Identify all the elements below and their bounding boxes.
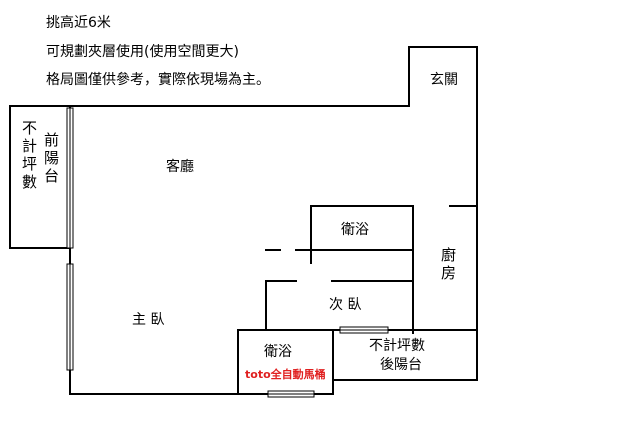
front-balcony-outline <box>9 105 71 249</box>
room-kitchen: 廚房 <box>439 247 457 283</box>
room-rear-balcony-note: 不計坪數 <box>369 338 425 354</box>
note-mezzanine: 可規劃夾層使用(使用空間更大) <box>46 44 239 60</box>
note-ceiling-height: 挑高近6米 <box>46 15 111 31</box>
note-disclaimer: 格局圖僅供參考，實際依現場為主。 <box>46 72 270 88</box>
room-living-room: 客廳 <box>166 159 194 175</box>
room-master-bedroom: 主 臥 <box>132 312 165 328</box>
room-front-balcony: 前陽台 <box>42 132 60 186</box>
second-bedroom-wall <box>265 280 297 331</box>
exterior-wall <box>69 46 478 334</box>
room-foyer: 玄關 <box>430 72 458 88</box>
room-bathroom-upper: 衛浴 <box>341 222 369 238</box>
toilet-note: toto全自動馬桶 <box>245 368 326 381</box>
room-second-bedroom: 次 臥 <box>329 297 362 313</box>
room-front-balcony-note: 不計坪數 <box>20 120 38 192</box>
lower-bathroom-wall <box>237 329 267 395</box>
upper-bathroom-wall <box>310 205 414 264</box>
room-bathroom-lower: 衛浴 <box>264 344 292 360</box>
room-rear-balcony: 後陽台 <box>380 357 422 373</box>
